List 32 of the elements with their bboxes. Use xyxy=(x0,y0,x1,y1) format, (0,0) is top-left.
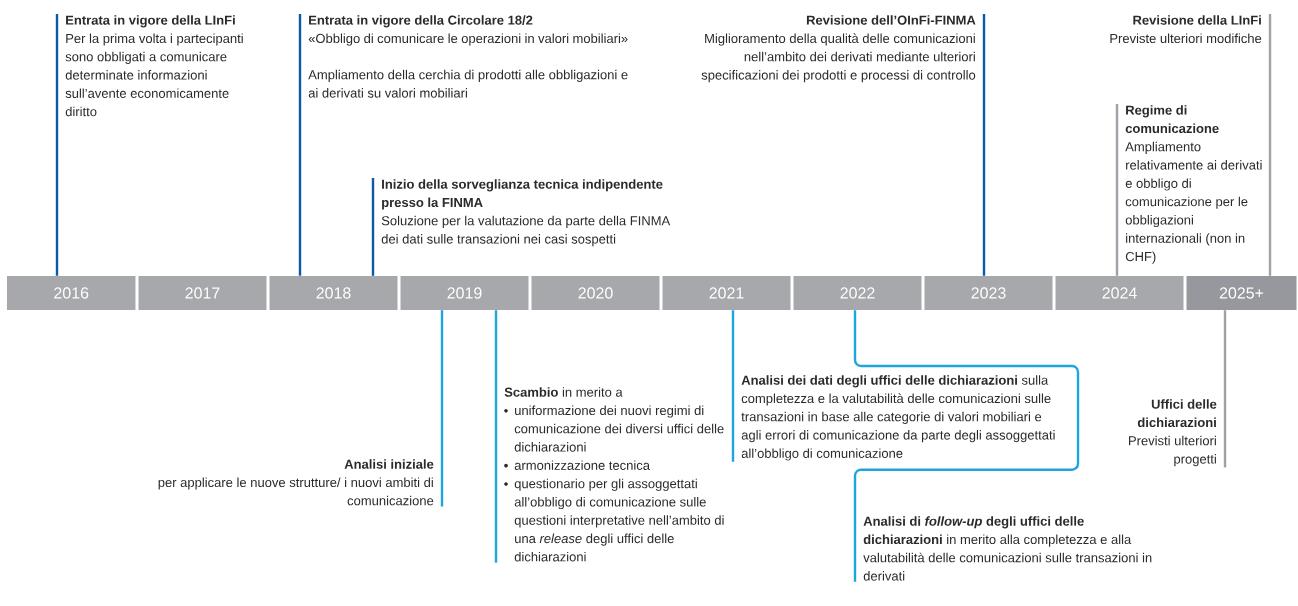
event-text: Analisi di follow-up degli uffici delle dichiarazioni in merito alla completezza e alla valutabilità delle comunicazioni sulle transazioni in derivati xyxy=(863,516,1152,581)
marker-line xyxy=(440,310,444,507)
event-text: Regime di comunicazione Ampliamento relativamente ai derivati e obbligo di comunicazione per le obbligazioni internazionali (non in CHF) xyxy=(1125,105,1262,264)
year-segment: 2020 xyxy=(531,276,660,310)
event-text: Analisi dei dati degli uffici delle dichiarazioni sulla completezza e la valutabilità delle comunicazioni sulle transazioni in base alle categorie di valori mobiliari e agli errori di comunicazione da parte degli assoggettati all’obbligo di comunicazione xyxy=(741,375,1055,461)
event-text: Revisione dell’OInFi-FINMA Miglioramento della qualità delle comunicazioni nell’ambito dei derivati mediante ulteriori specificazioni dei prodotti e processi di controllo xyxy=(701,15,976,83)
marker-line xyxy=(1223,310,1227,468)
year-segment: 2021 xyxy=(662,276,791,310)
year-segment: 2022 xyxy=(793,276,922,310)
year-segment: 2017 xyxy=(138,276,267,310)
year-segment: 2016 xyxy=(6,276,136,310)
event-text: Entrata in vigore della Circolare 18/2 «Obbligo di comunicare le operazioni in valori mobiliari» Ampliamento della cerchia di prodotti alle obbligazioni e ai derivati su valori mobiliari xyxy=(308,15,628,98)
marker-line xyxy=(853,310,1080,582)
marker-line xyxy=(494,310,498,563)
event-text: Revisione della LInFi Previste ulteriori modifiche xyxy=(1110,15,1262,44)
year-segment: 2024 xyxy=(1055,276,1184,310)
marker-line xyxy=(982,14,986,276)
event-text: Analisi iniziale per applicare le nuove strutture/ i nuovi ambiti di comunicazione xyxy=(158,459,434,506)
event-text: Scambio in merito a uniformazione dei nuovi regimi di comunicazione dei diversi uffici delle dichiarazioni armonizzazione tecnica questionario per gli assoggettati all’obbligo di comunicazione sulle questioni interpretative nell’ambito di una release degli uffici delle dichiarazioni xyxy=(504,387,724,562)
marker-line xyxy=(1115,104,1119,276)
year-segment: 2025+ xyxy=(1186,276,1297,310)
year-segment: 2019 xyxy=(400,276,529,310)
marker-line xyxy=(371,178,375,276)
event-text: Uffici delle dichiarazioni Previsti ulteriori progetti xyxy=(1129,399,1217,467)
marker-line xyxy=(55,14,59,276)
event-text: Entrata in vigore della LInFi Per la prima volta i partecipanti sono obbligati a comunicare determinate informazioni sull’avente economicamente diritto xyxy=(65,15,243,117)
year-segment: 2023 xyxy=(924,276,1053,310)
marker-line xyxy=(1268,14,1272,276)
marker-line xyxy=(298,14,302,276)
marker-line xyxy=(731,310,735,462)
event-text: Inizio della sorveglianza tecnica indipendente presso la FINMA Soluzione per la valutazione da parte della FINMA dei dati sulle transazioni nei casi sospetti xyxy=(381,179,671,247)
year-segment: 2018 xyxy=(269,276,398,310)
